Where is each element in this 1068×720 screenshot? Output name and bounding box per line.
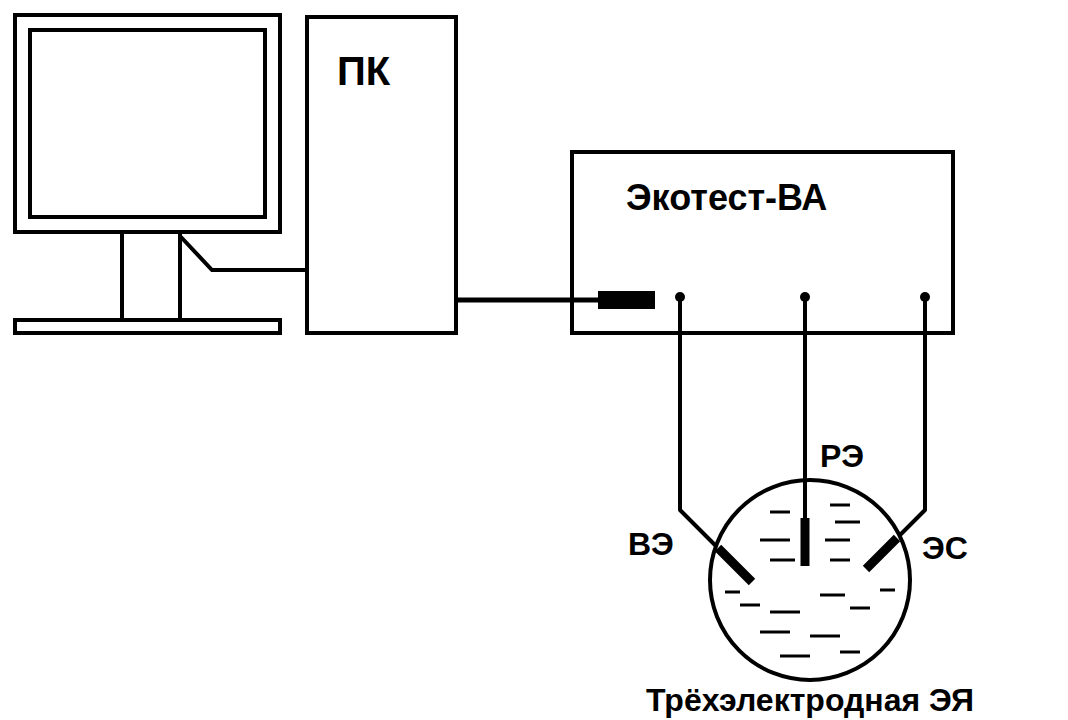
connector-plug	[598, 291, 655, 309]
cell-outline	[710, 480, 910, 680]
liquid-mark	[760, 539, 790, 542]
node-text: ПК	[337, 51, 390, 91]
electrochemical-cell: Трёхэлектродная ЭЯ	[590, 472, 1030, 720]
liquid-mark	[825, 539, 850, 542]
node-text: Трёхэлектродная ЭЯ	[590, 684, 1030, 716]
cable	[900, 335, 925, 535]
electrode	[801, 518, 810, 566]
liquid-mark	[820, 594, 845, 597]
liquid-mark	[830, 559, 850, 562]
electrode-label: РЭ	[820, 440, 864, 472]
analyzer-box: Экотест-ВА	[570, 150, 955, 335]
liquid-mark	[770, 611, 800, 614]
monitor-base	[15, 320, 280, 333]
liquid-mark	[770, 511, 790, 514]
terminal-wire	[923, 297, 927, 335]
liquid-mark	[760, 631, 790, 634]
node-text: Экотест-ВА	[626, 180, 827, 216]
pc-unit: ПК	[305, 15, 458, 335]
liquid-mark	[880, 589, 895, 592]
liquid-mark	[840, 651, 860, 654]
monitor-neck	[122, 232, 180, 320]
electrode	[718, 548, 752, 582]
liquid-mark	[725, 591, 740, 594]
liquid-mark	[830, 504, 850, 507]
terminal-dot	[800, 292, 810, 302]
cable	[458, 298, 570, 303]
liquid-mark	[740, 604, 760, 607]
terminal-wire	[803, 297, 807, 335]
terminal-dot	[675, 292, 685, 302]
cable	[680, 335, 716, 546]
liquid-mark	[780, 655, 810, 658]
cable	[803, 335, 807, 480]
electrode	[803, 480, 807, 518]
electrode	[866, 538, 897, 569]
terminal-wire	[678, 297, 682, 335]
cable-inner	[570, 298, 600, 303]
liquid-mark	[850, 607, 870, 610]
terminal-dot	[920, 292, 930, 302]
liquid-mark	[835, 521, 860, 524]
monitor-screen	[30, 30, 265, 217]
liquid-mark	[810, 635, 840, 638]
monitor-frame	[15, 15, 280, 232]
electrode-label: ЭС	[922, 532, 968, 564]
cell-drawing	[590, 472, 1030, 720]
electrode-label: ВЭ	[628, 528, 674, 560]
liquid-mark	[770, 559, 795, 562]
monitor-cable	[180, 236, 305, 270]
